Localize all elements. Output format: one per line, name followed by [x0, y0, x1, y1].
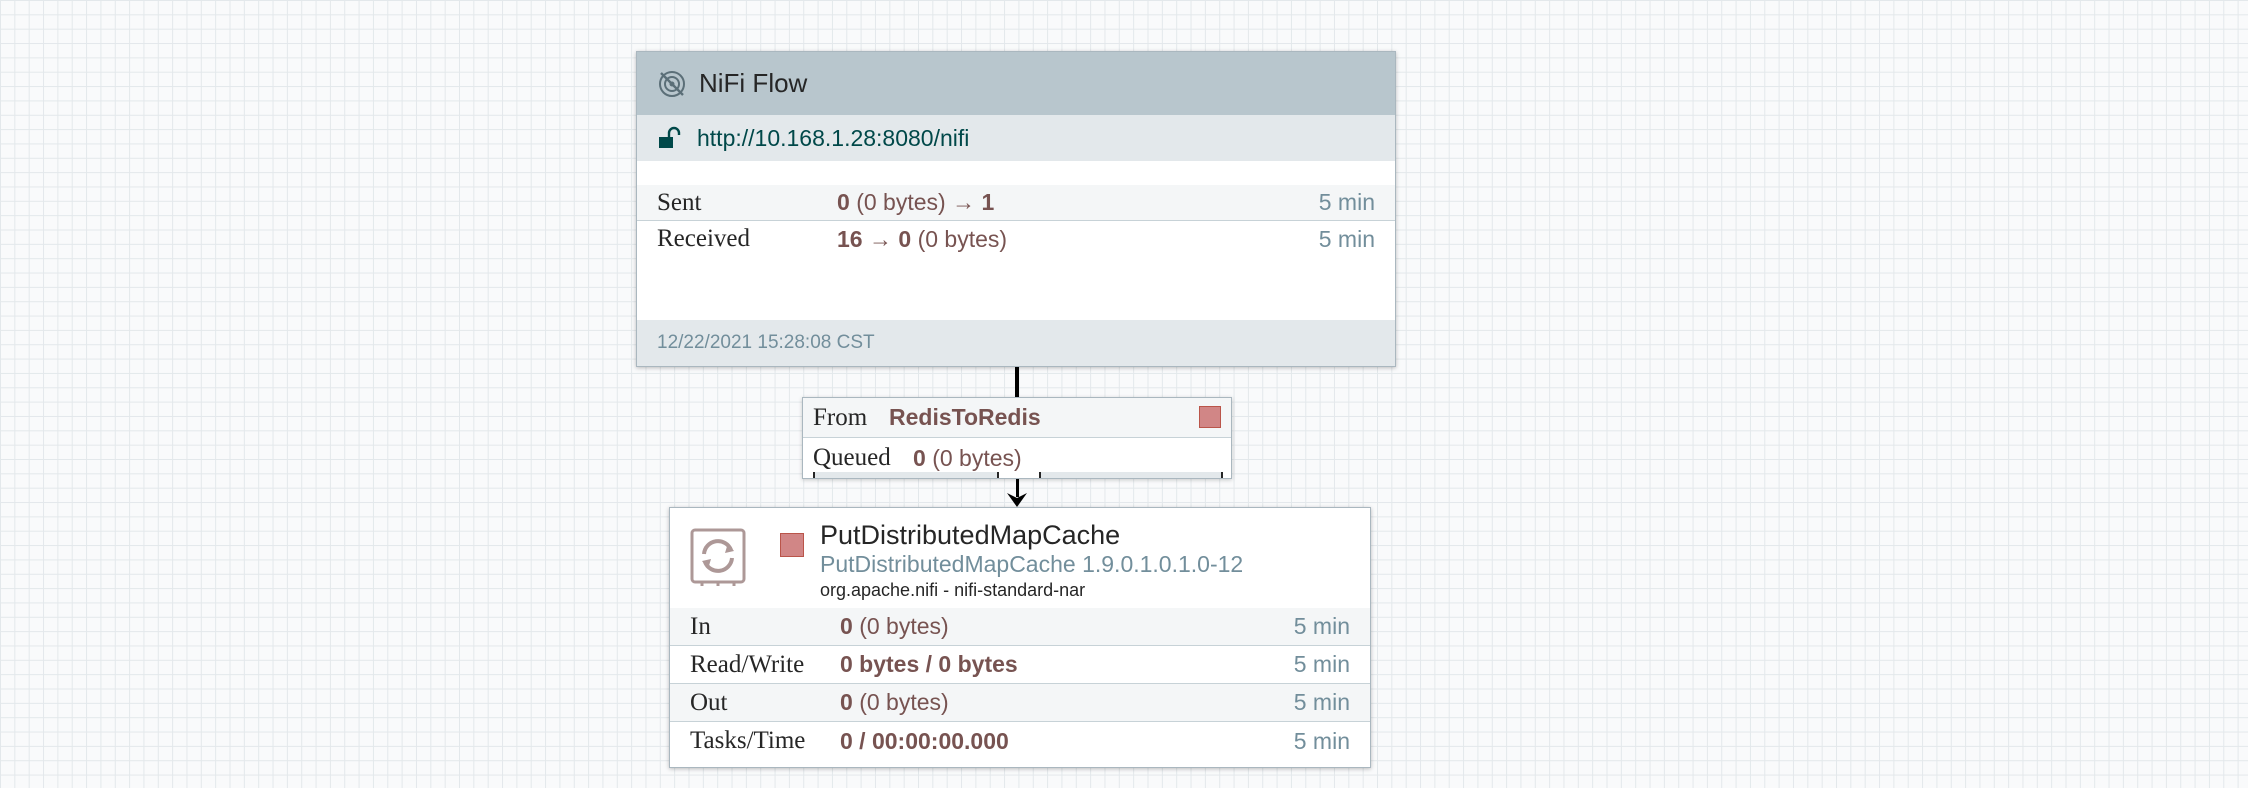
in-time: 5 min [1293, 613, 1350, 639]
arrow-down-icon [1007, 493, 1027, 507]
rpg-title: NiFi Flow [699, 68, 808, 98]
rpg-uri-row: http://10.168.1.28:8080/nifi [637, 115, 1395, 161]
connection-path-bottom[interactable] [1016, 479, 1019, 497]
in-label: In [690, 612, 711, 640]
stat-in-row: In 0 (0 bytes) 5 min [670, 608, 1370, 646]
processor[interactable]: PutDistributedMapCache PutDistributedMap… [669, 507, 1371, 768]
rpg-received-row: Received 16 → 0 (0 bytes) 5 min [637, 221, 1395, 257]
received-time: 5 min [1318, 225, 1375, 252]
read-write-time: 5 min [1293, 651, 1350, 677]
connection-label[interactable]: From RedisToRedis Queued 0 (0 bytes) [802, 397, 1232, 479]
backpressure-object-bar [813, 472, 999, 478]
processor-type: PutDistributedMapCache 1.9.0.1.0.1.0-12 [820, 551, 1244, 577]
from-label: From [813, 403, 868, 431]
sent-label: Sent [657, 188, 702, 216]
stat-read-write-row: Read/Write 0 bytes / 0 bytes 5 min [670, 646, 1370, 684]
connection-path-top[interactable] [1015, 367, 1019, 397]
unlocked-icon [659, 126, 681, 148]
queued-value: 0 (0 bytes) [913, 444, 1022, 471]
stopped-icon [1199, 406, 1221, 428]
processor-bundle: org.apache.nifi - nifi-standard-nar [820, 580, 1086, 600]
rpg-header: NiFi Flow [637, 52, 1395, 115]
received-label: Received [657, 225, 751, 252]
rpg-sent-row: Sent 0 (0 bytes) → 1 5 min [637, 185, 1395, 221]
connection-queued-row: Queued 0 (0 bytes) [803, 438, 1231, 478]
tasks-time-label: Tasks/Time [690, 727, 806, 754]
sent-value: 0 (0 bytes) → 1 [837, 189, 995, 215]
stopped-icon [780, 533, 804, 557]
processor-name: PutDistributedMapCache [820, 520, 1121, 550]
from-name: RedisToRedis [889, 404, 1041, 430]
rpg-stats: Sent 0 (0 bytes) → 1 5 min Received 16 →… [637, 185, 1395, 257]
remote-process-group[interactable]: NiFi Flow http://10.168.1.28:8080/nifi S… [636, 51, 1396, 367]
stat-out-row: Out 0 (0 bytes) 5 min [670, 684, 1370, 722]
connection-from-row: From RedisToRedis [803, 398, 1231, 438]
tasks-time-value: 0 / 00:00:00.000 [840, 727, 1009, 754]
rpg-footer: 12/22/2021 15:28:08 CST [637, 320, 1395, 366]
processor-icon [690, 528, 746, 586]
received-value: 16 → 0 (0 bytes) [837, 225, 1008, 252]
transmission-disabled-icon [659, 70, 685, 97]
out-label: Out [690, 688, 728, 716]
read-write-value: 0 bytes / 0 bytes [840, 651, 1018, 677]
processor-stats: In 0 (0 bytes) 5 min Read/Write 0 bytes … [670, 608, 1370, 760]
rpg-target-uri[interactable]: http://10.168.1.28:8080/nifi [697, 124, 970, 151]
sent-time: 5 min [1318, 189, 1375, 215]
out-value: 0 (0 bytes) [840, 689, 949, 715]
last-refreshed: 12/22/2021 15:28:08 CST [657, 332, 875, 353]
out-time: 5 min [1293, 689, 1350, 715]
queued-label: Queued [813, 444, 891, 471]
stat-tasks-time-row: Tasks/Time 0 / 00:00:00.000 5 min [670, 722, 1370, 760]
tasks-time-time: 5 min [1293, 727, 1350, 754]
backpressure-size-bar [1039, 472, 1223, 478]
in-value: 0 (0 bytes) [840, 613, 949, 639]
read-write-label: Read/Write [690, 650, 805, 678]
